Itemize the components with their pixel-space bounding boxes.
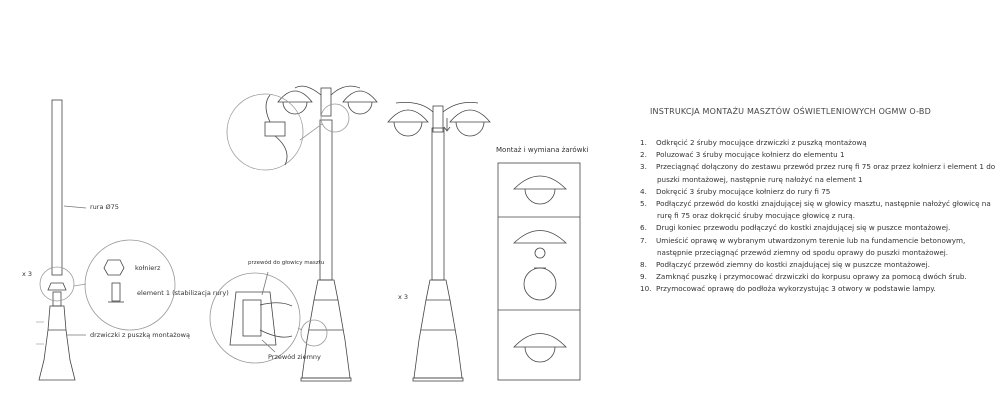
step-number: 2. (640, 150, 647, 160)
step-number: 8. (640, 259, 647, 269)
instruction-step-continuation: puszki montażowej, następnie rurę nałoży… (657, 174, 863, 184)
right-pole-diagram (387, 102, 491, 382)
instruction-step: 6. Drugi koniec przewodu podłączyć do kos… (640, 222, 995, 234)
instruction-step: 1. Odkręcić 2 śruby mocujące drzwiczki z … (640, 137, 995, 149)
instruction-step-continuation: rurę fi 75 oraz dokręcić śruby mocujące … (657, 211, 855, 221)
instruction-step: 3. Przeciągnąć dołączony do zestawu przew… (640, 161, 995, 173)
instruction-steps: 1. Odkręcić 2 śruby mocujące drzwiczki z … (640, 137, 995, 295)
step-number: 9. (640, 272, 647, 282)
step-number: 3. (640, 162, 647, 172)
step-number: 1. (640, 138, 647, 147)
flange-label: kołnierz (135, 264, 161, 272)
instruction-step: 9. Zamknąć puszkę i przymocować drzwiczki… (640, 271, 995, 283)
step-text: Podłączyć przewód do kostki znajdującej … (656, 198, 991, 208)
x3-right-label: x 3 (398, 293, 409, 301)
instruction-step: 5. Podłączyć przewód do kostki znajdujące… (640, 198, 995, 210)
step-text: Podłączyć przewód ziemny do kostki znajd… (656, 259, 930, 269)
head-cable-label: przewód do głowicy masztu (248, 260, 325, 266)
step-number: 7. (640, 235, 647, 245)
step-text: Zamknąć puszkę i przymocować drzwiczki d… (656, 272, 967, 282)
step-text: Poluzować 3 śruby mocujące kołnierz do e… (656, 150, 845, 160)
instruction-step: 8. Podłączyć przewód ziemny do kostki zna… (640, 259, 995, 271)
door-label: drzwiczki z puszką montażową (90, 331, 190, 339)
step-text: Umieścić oprawę w wybranym utwardzonym t… (656, 235, 966, 245)
step-text: Przymocować oprawę do podłoża wykorzystu… (656, 284, 936, 294)
step-text: Przeciągnąć dołączony do zestawu przewód… (656, 162, 996, 172)
bulb-replacement-panel (497, 162, 581, 381)
instruction-step: 10. Przymocować oprawę do podłoża wykorzy… (640, 283, 995, 295)
step-number: 4. (640, 186, 647, 196)
instruction-step: 7. Umieścić oprawę w wybranym utwardzonym… (640, 235, 995, 247)
step-number: 5. (640, 198, 647, 208)
instruction-step-continuation: następnie przeciągnąć przewód ziemny od … (657, 247, 949, 257)
pipe-label: rura Ø75 (90, 203, 119, 211)
bulb-panel-title: Montaż i wymiana żarówki (496, 146, 589, 154)
instruction-step: 2. Poluzować 3 śruby mocujące kołnierz do… (640, 149, 995, 161)
step-text: Drugi koniec przewodu podłączyć do kostk… (656, 223, 951, 233)
middle-pole-diagram (209, 85, 378, 382)
left-pole-diagram (36, 99, 176, 381)
step-text: Odkręcić 2 śruby mocujące drzwiczki z pu… (656, 138, 867, 147)
page-title: INSTRUKCJA MONTAŻU MASZTÓW OŚWIETLENIOWY… (650, 107, 931, 116)
step-number: 6. (640, 223, 647, 233)
step-text: Dokręcić 3 śruby mocujące kołnierz do ru… (656, 186, 831, 196)
x3-left-label: x 3 (22, 270, 33, 278)
ground-cable-label: Przewód ziemny (268, 353, 321, 361)
instruction-step: 4. Dokręcić 3 śruby mocujące kołnierz do … (640, 186, 995, 198)
step-number: 10. (640, 284, 652, 294)
element1-label: element 1 (stabilizacja rury) (137, 289, 229, 297)
